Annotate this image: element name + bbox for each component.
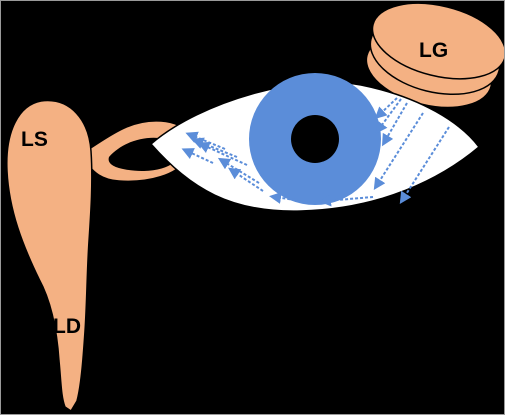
label-lg: LG: [419, 39, 448, 62]
pupil: [291, 115, 339, 163]
label-ld: LD: [53, 315, 81, 338]
sac-duct-body: [7, 101, 92, 411]
label-ls: LS: [21, 128, 48, 151]
